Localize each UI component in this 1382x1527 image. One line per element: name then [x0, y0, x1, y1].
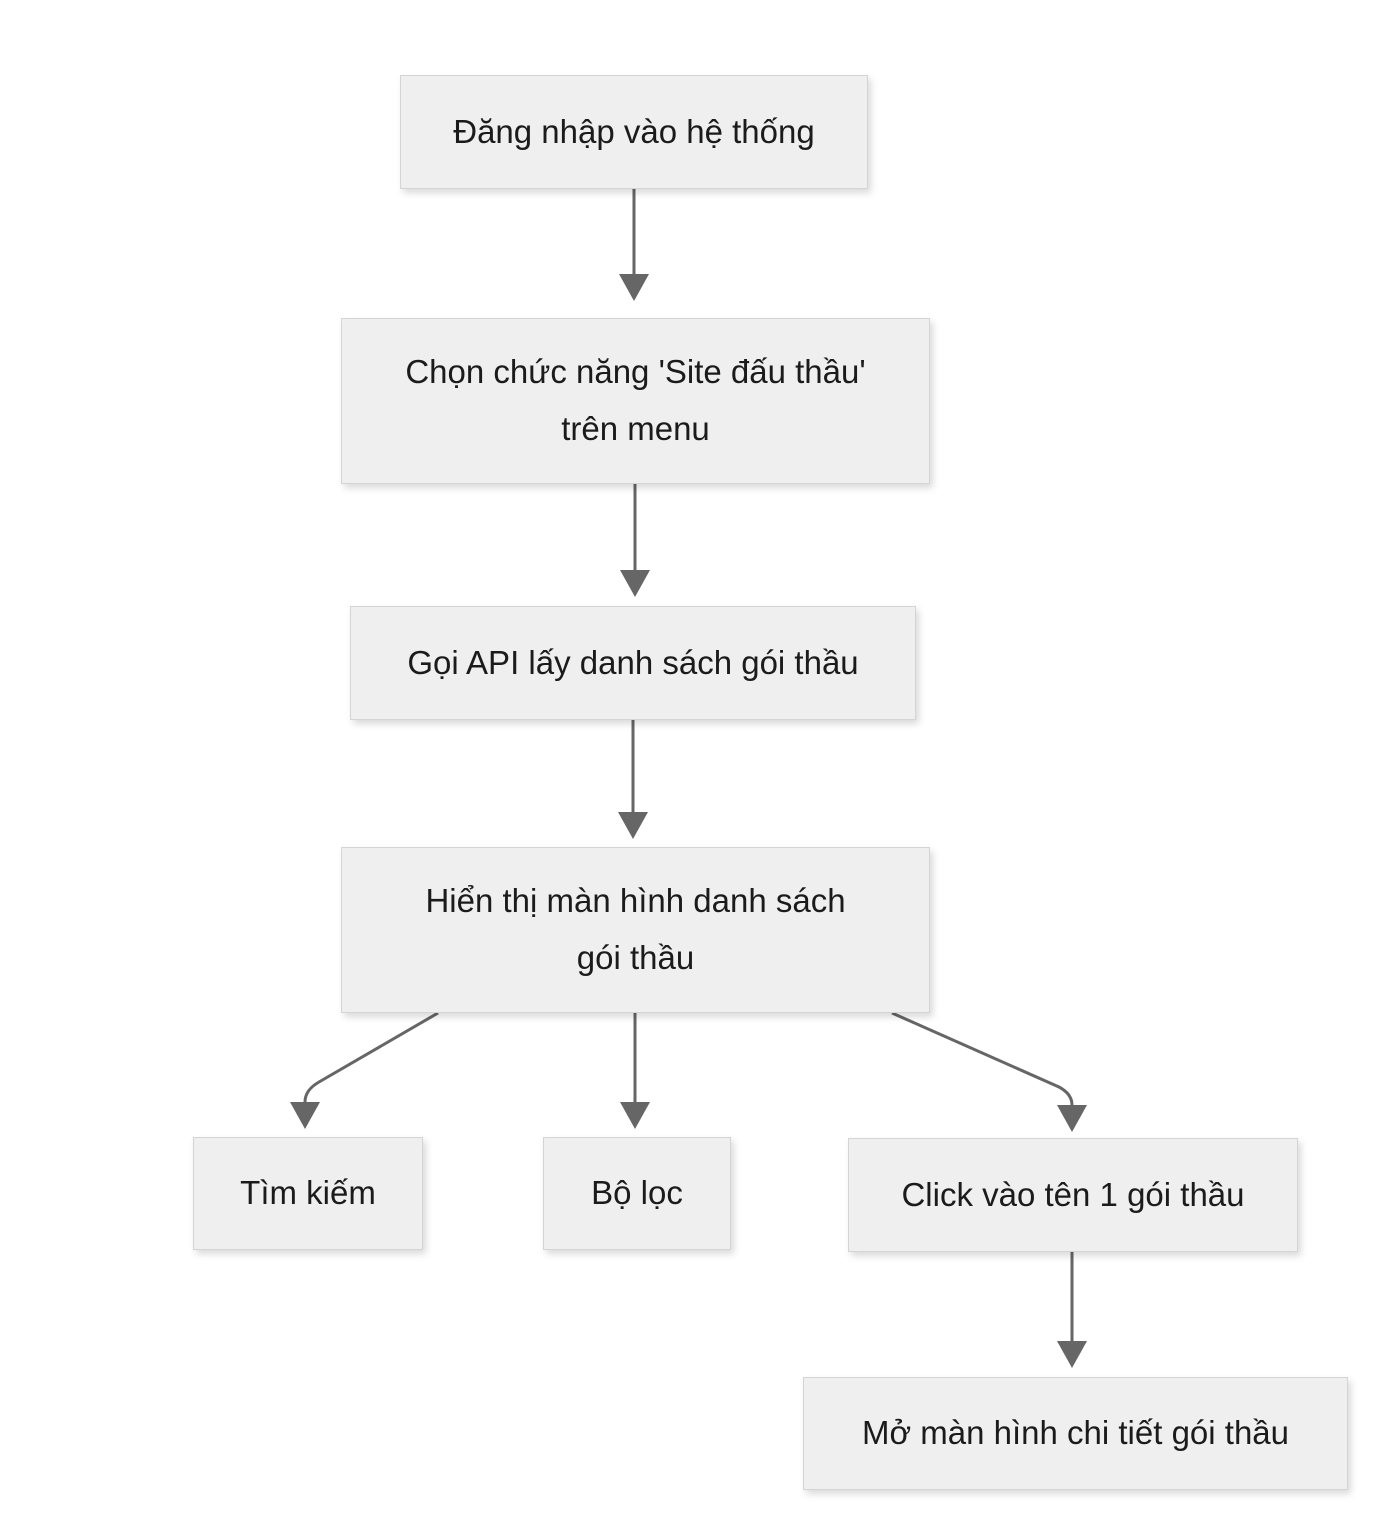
arrow-list-to-click	[891, 1011, 1087, 1132]
node-choose-menu: Chọn chức năng 'Site đấu thầu' trên menu	[341, 318, 930, 484]
arrow-menu-to-api	[620, 484, 650, 597]
arrow-list-to-filter	[620, 1013, 650, 1129]
node-login: Đăng nhập vào hệ thống	[400, 75, 868, 189]
node-filter-label: Bộ lọc	[591, 1174, 683, 1212]
arrow-api-to-list	[618, 720, 648, 839]
node-filter: Bộ lọc	[543, 1137, 731, 1250]
node-show-list-label: Hiển thị màn hình danh sách gói thầu	[425, 882, 846, 976]
node-show-list: Hiển thị màn hình danh sách gói thầu	[341, 847, 930, 1013]
node-call-api-label: Gọi API lấy danh sách gói thầu	[407, 643, 859, 681]
arrow-login-to-menu	[619, 189, 649, 301]
arrow-list-to-search	[290, 1011, 439, 1129]
node-open-detail: Mở màn hình chi tiết gói thầu	[803, 1377, 1348, 1490]
node-call-api: Gọi API lấy danh sách gói thầu	[350, 606, 916, 720]
node-search: Tìm kiếm	[193, 1137, 423, 1250]
arrow-click-to-detail	[1057, 1252, 1087, 1368]
node-choose-menu-label: Chọn chức năng 'Site đấu thầu' trên menu	[405, 353, 866, 447]
node-search-label: Tìm kiếm	[240, 1174, 376, 1212]
node-login-label: Đăng nhập vào hệ thống	[453, 112, 815, 150]
node-open-detail-label: Mở màn hình chi tiết gói thầu	[861, 1414, 1290, 1452]
node-click-package: Click vào tên 1 gói thầu	[848, 1138, 1298, 1252]
node-click-package-label: Click vào tên 1 gói thầu	[901, 1175, 1245, 1213]
